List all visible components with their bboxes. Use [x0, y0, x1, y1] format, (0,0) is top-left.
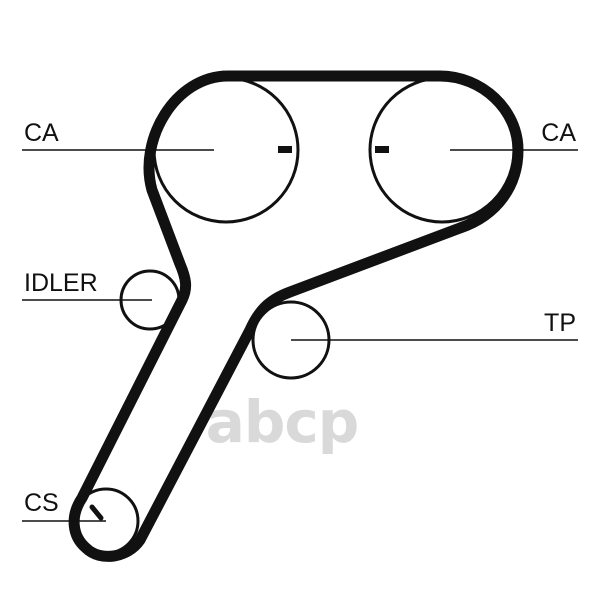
label-ca-right: CA	[541, 119, 576, 147]
label-ca-left: CA	[24, 119, 59, 147]
label-idler: IDLER	[24, 269, 98, 297]
watermark-text: abcp	[206, 388, 359, 456]
timing-mark-right	[375, 146, 389, 153]
timing-mark-crankshaft	[89, 504, 104, 521]
watermark-logo: abcp	[206, 388, 360, 456]
label-tp: TP	[544, 309, 576, 337]
label-cs: CS	[24, 489, 59, 517]
timing-mark-left	[278, 146, 292, 153]
